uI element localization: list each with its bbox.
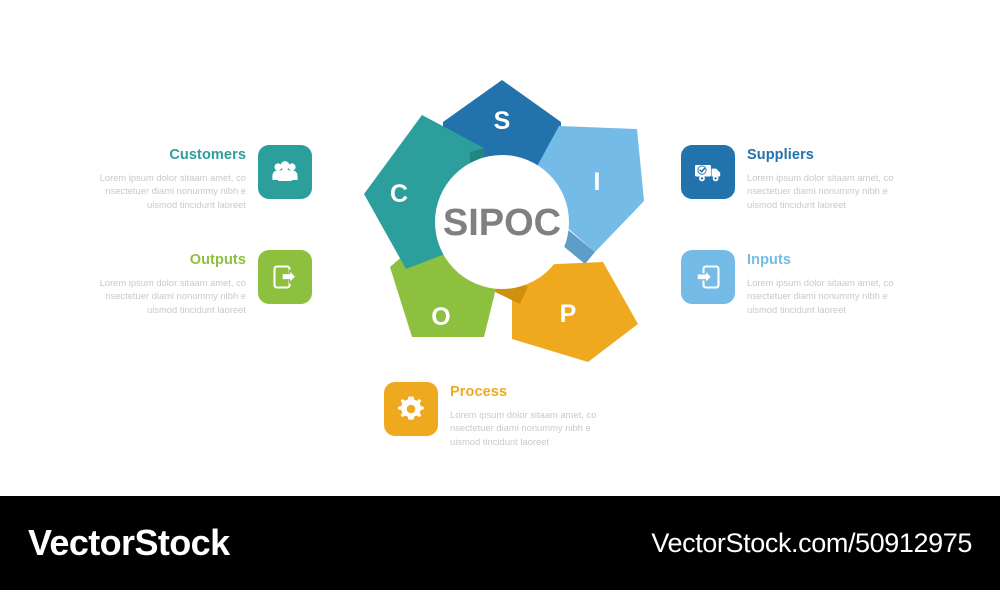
- callout-outputs-tile[interactable]: [258, 250, 312, 304]
- body-line: uismod tincidunt laoreet: [747, 198, 847, 210]
- callout-suppliers-title: Suppliers: [747, 147, 814, 163]
- wheel-letter-c: C: [390, 180, 408, 208]
- callout-customers-text: Customers Lorem ipsum dolor sitaam amet,…: [88, 145, 246, 211]
- callout-inputs-text: Inputs Lorem ipsum dolor sitaam amet, co…: [747, 250, 907, 316]
- wheel-letter-i: I: [594, 168, 601, 196]
- body-line: nsectetuer diami nonummy nibh e: [747, 185, 888, 197]
- callout-suppliers[interactable]: Suppliers Lorem ipsum dolor sitaam amet,…: [681, 145, 907, 211]
- callout-outputs-body: Lorem ipsum dolor sitaam amet, co nsecte…: [88, 276, 246, 316]
- callout-customers-body: Lorem ipsum dolor sitaam amet, co nsecte…: [88, 171, 246, 211]
- sipoc-wheel: S I P O C SIPOC: [352, 72, 652, 372]
- body-line: Lorem ipsum dolor sitaam amet, co: [99, 276, 246, 288]
- callout-outputs[interactable]: Outputs Lorem ipsum dolor sitaam amet, c…: [88, 250, 312, 316]
- body-line: nsectetuer diami nonummy nibh e: [747, 290, 888, 302]
- wheel-letter-p: P: [560, 300, 577, 328]
- vectorstock-logo: VectorStock: [28, 522, 230, 563]
- callout-process-text: Process Lorem ipsum dolor sitaam amet, c…: [450, 382, 610, 448]
- export-box-icon: [273, 265, 297, 289]
- body-line: uismod tincidunt laoreet: [450, 435, 550, 447]
- body-line: Lorem ipsum dolor sitaam amet, co: [99, 171, 246, 183]
- body-line: Lorem ipsum dolor sitaam amet, co: [747, 171, 894, 183]
- body-line: nsectetuer diami nonummy nibh e: [105, 290, 246, 302]
- body-line: nsectetuer diami nonummy nibh e: [105, 185, 246, 197]
- callout-suppliers-body: Lorem ipsum dolor sitaam amet, co nsecte…: [747, 171, 907, 211]
- wheel-hub: [435, 155, 569, 289]
- wheel-letter-s: S: [494, 107, 511, 135]
- callout-customers[interactable]: Customers Lorem ipsum dolor sitaam amet,…: [88, 145, 312, 211]
- callout-customers-title: Customers: [169, 147, 246, 163]
- callout-outputs-title: Outputs: [189, 252, 246, 268]
- wheel-center-label: SIPOC: [443, 202, 561, 244]
- infographic-artboard: S I P O C SIPOC Customers Lorem ipsum do…: [88, 72, 907, 448]
- callout-process[interactable]: Process Lorem ipsum dolor sitaam amet, c…: [384, 382, 610, 448]
- people-group-icon: [272, 161, 298, 181]
- callout-suppliers-tile[interactable]: [681, 145, 735, 199]
- callout-inputs-tile[interactable]: [681, 250, 735, 304]
- vectorstock-url: VectorStock.com/50912975: [651, 527, 972, 558]
- callout-inputs-title: Inputs: [747, 252, 792, 268]
- wheel-letter-o: O: [431, 303, 450, 331]
- callout-outputs-text: Outputs Lorem ipsum dolor sitaam amet, c…: [88, 250, 246, 316]
- callout-inputs-body: Lorem ipsum dolor sitaam amet, co nsecte…: [747, 276, 907, 316]
- callout-customers-tile[interactable]: [258, 145, 312, 199]
- body-line: nsectetuer diami nonummy nibh e: [450, 422, 591, 434]
- watermark-bar: VectorStock VectorStock.com/50912975: [0, 496, 1000, 590]
- callout-process-title: Process: [450, 384, 508, 400]
- body-line: Lorem ipsum dolor sitaam amet, co: [747, 276, 894, 288]
- gear-icon: [398, 396, 424, 420]
- body-line: Lorem ipsum dolor sitaam amet, co: [450, 408, 597, 420]
- body-line: uismod tincidunt laoreet: [747, 303, 847, 315]
- body-line: uismod tincidunt laoreet: [146, 198, 246, 210]
- callout-suppliers-text: Suppliers Lorem ipsum dolor sitaam amet,…: [747, 145, 907, 211]
- callout-process-body: Lorem ipsum dolor sitaam amet, co nsecte…: [450, 408, 610, 448]
- callout-inputs[interactable]: Inputs Lorem ipsum dolor sitaam amet, co…: [681, 250, 907, 316]
- callout-process-tile[interactable]: [384, 382, 438, 436]
- body-line: uismod tincidunt laoreet: [146, 303, 246, 315]
- delivery-truck-check-icon: [695, 165, 721, 182]
- import-box-icon: [696, 265, 720, 289]
